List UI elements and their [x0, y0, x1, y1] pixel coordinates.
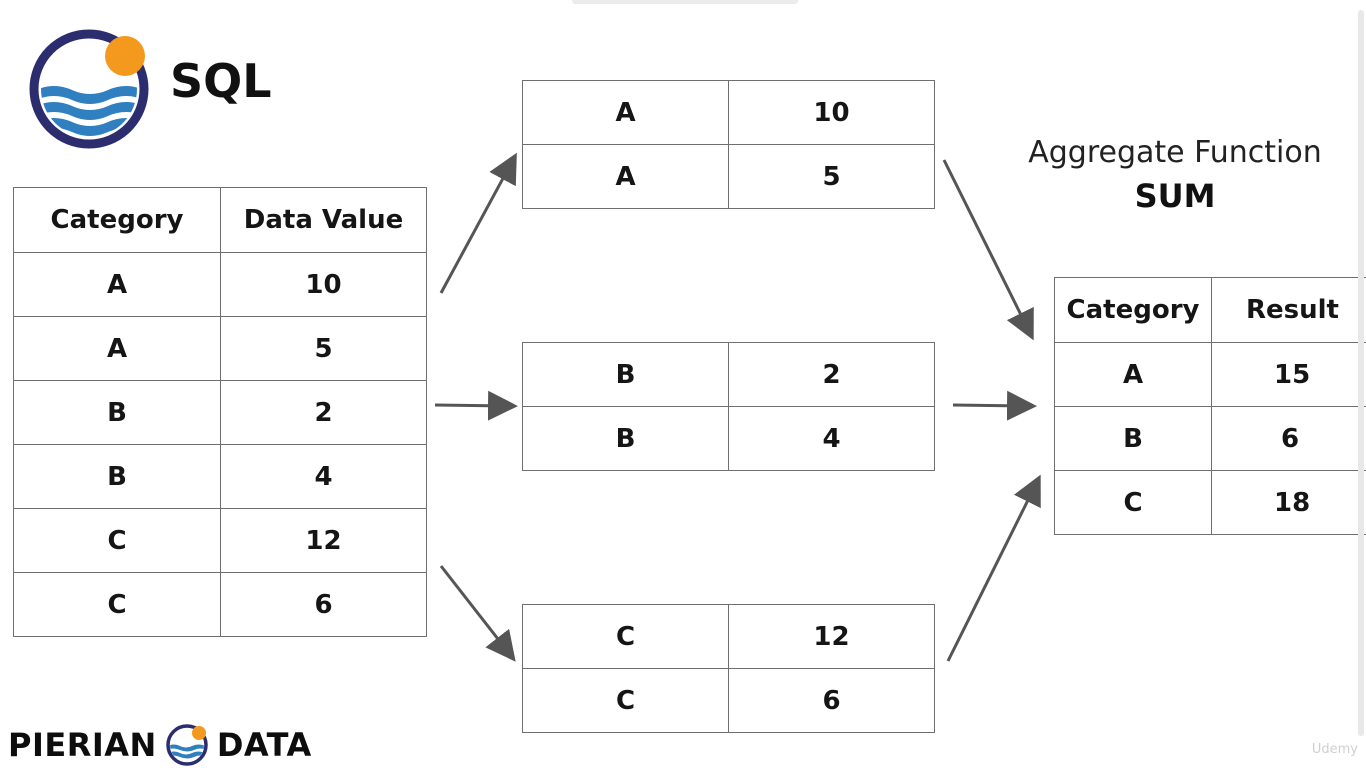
table-cell: A [522, 80, 729, 145]
page-title: SQL [170, 54, 272, 108]
group-table-c: C 12 C 6 [522, 604, 935, 733]
table-cell: B [1054, 406, 1212, 471]
table-row: B 4 [522, 406, 935, 471]
table-row: A 5 [13, 316, 427, 381]
table-row: C 18 [1054, 470, 1366, 535]
table-cell: 2 [220, 380, 427, 445]
sql-logo-icon [29, 29, 149, 149]
table-row: A 10 [13, 252, 427, 317]
table-cell: A [13, 252, 221, 317]
aggregate-function: SUM [1134, 177, 1216, 215]
source-table-header-row: Category Data Value [13, 187, 427, 253]
result-table-header-row: Category Result [1054, 277, 1366, 343]
source-header-category: Category [13, 187, 221, 253]
table-row: A 5 [522, 144, 935, 209]
table-cell: 12 [220, 508, 427, 573]
arrow-to-group-c [439, 565, 516, 662]
table-row: B 4 [13, 444, 427, 509]
arrow-from-group-a [942, 159, 1034, 341]
table-cell: A [522, 144, 729, 209]
arrow-from-group-b [952, 390, 1037, 421]
table-row: A 15 [1054, 342, 1366, 407]
table-row: B 2 [13, 380, 427, 445]
table-cell: 6 [220, 572, 427, 637]
table-row: C 6 [13, 572, 427, 637]
table-cell: B [522, 342, 729, 407]
table-cell: 5 [728, 144, 935, 209]
table-cell: B [13, 444, 221, 509]
table-cell: B [522, 406, 729, 471]
table-cell: B [13, 380, 221, 445]
arrow-to-group-a [439, 152, 517, 294]
table-row: C 6 [522, 668, 935, 733]
arrow-to-group-b [434, 390, 518, 421]
group-table-a: A 10 A 5 [522, 80, 935, 209]
table-cell: 15 [1211, 342, 1366, 407]
table-cell: C [13, 572, 221, 637]
result-header-result: Result [1211, 277, 1366, 343]
source-table: Category Data Value A 10 A 5 B 2 B 4 C 1… [13, 187, 427, 637]
table-row: C 12 [13, 508, 427, 573]
table-cell: 6 [728, 668, 935, 733]
source-header-data-value: Data Value [220, 187, 427, 253]
table-cell: C [522, 604, 729, 669]
table-row: A 10 [522, 80, 935, 145]
table-row: C 12 [522, 604, 935, 669]
table-cell: 10 [728, 80, 935, 145]
table-cell: 4 [728, 406, 935, 471]
table-cell: 4 [220, 444, 427, 509]
brand-footer: PIERIAN DATA [8, 722, 312, 768]
top-bar [572, 0, 798, 4]
table-cell: 18 [1211, 470, 1366, 535]
brand-left-text: PIERIAN [8, 726, 157, 764]
scrollbar[interactable] [1358, 10, 1364, 736]
arrow-from-group-c [946, 474, 1041, 662]
table-cell: C [13, 508, 221, 573]
result-header-category: Category [1054, 277, 1212, 343]
table-cell: C [522, 668, 729, 733]
aggregate-title: Aggregate Function [1028, 135, 1322, 170]
table-cell: 12 [728, 604, 935, 669]
table-cell: A [13, 316, 221, 381]
pierian-logo-icon [166, 724, 208, 766]
table-cell: 10 [220, 252, 427, 317]
udemy-watermark: Udemy [1311, 742, 1358, 757]
brand-right-text: DATA [216, 726, 312, 764]
group-table-b: B 2 B 4 [522, 342, 935, 471]
result-table: Category Result A 15 B 6 C 18 [1054, 277, 1366, 535]
